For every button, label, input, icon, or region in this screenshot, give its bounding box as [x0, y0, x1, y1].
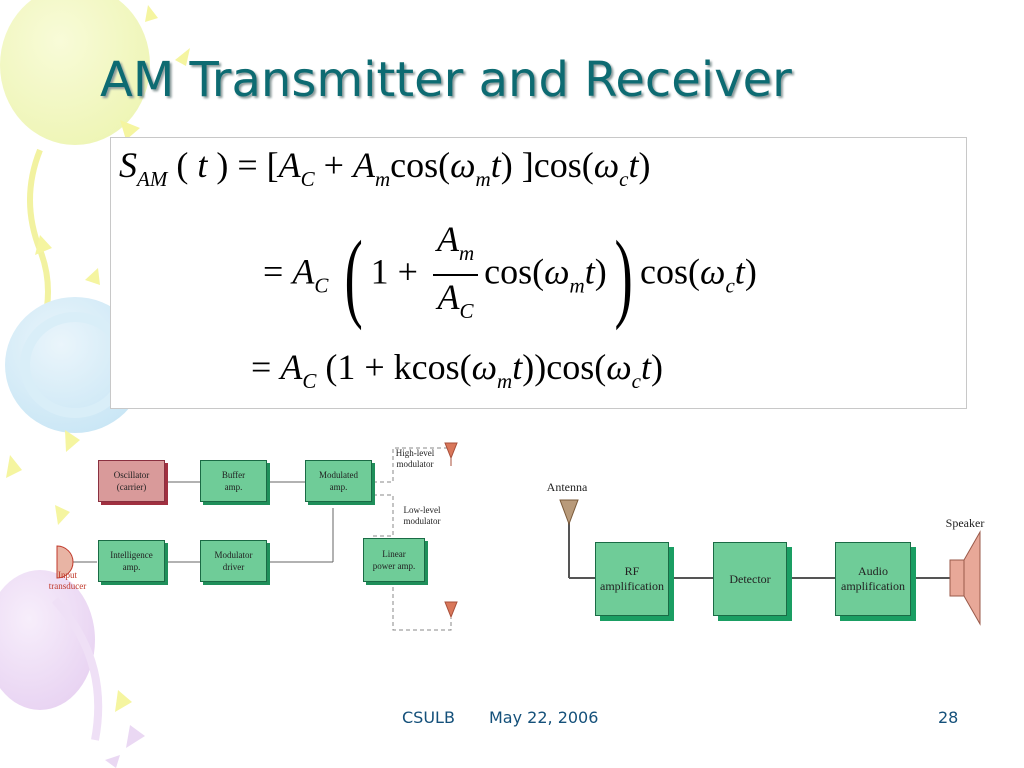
antenna-icon [444, 442, 458, 466]
microphone-icon [56, 545, 74, 579]
speaker-icon [949, 530, 981, 626]
speaker-label: Speaker [945, 516, 985, 530]
equation-line-1: SAM ( t ) = [AC + Amcos(ωmt) ]cos(ωct) [119, 145, 651, 191]
oscillator-block: Oscillator(carrier) [98, 460, 165, 502]
transmitter-wiring [56, 442, 458, 631]
page-number: 28 [938, 708, 959, 727]
equation-line-3: = AC (1 + kcos(ωmt))cos(ωct) [251, 347, 663, 393]
antenna-icon-lower [444, 601, 458, 619]
fraction-am-ac: Am AC [432, 218, 479, 332]
footer-org: CSULB [402, 708, 455, 727]
equation-line-2: = AC (1 + Am AC cos(ωmt))cos(ωct) [263, 218, 757, 332]
detector-block: Detector [713, 542, 787, 616]
antenna-icon-receiver [559, 499, 579, 526]
slide-title: AM Transmitter and Receiver [100, 52, 792, 108]
confetti-decor-purple [105, 725, 145, 768]
antenna-label: Antenna [546, 480, 588, 494]
equation-box: SAM ( t ) = [AC + Amcos(ωmt) ]cos(ωct) =… [110, 137, 967, 409]
receiver-wiring [559, 499, 981, 626]
footer-date: May 22, 2006 [489, 708, 599, 727]
